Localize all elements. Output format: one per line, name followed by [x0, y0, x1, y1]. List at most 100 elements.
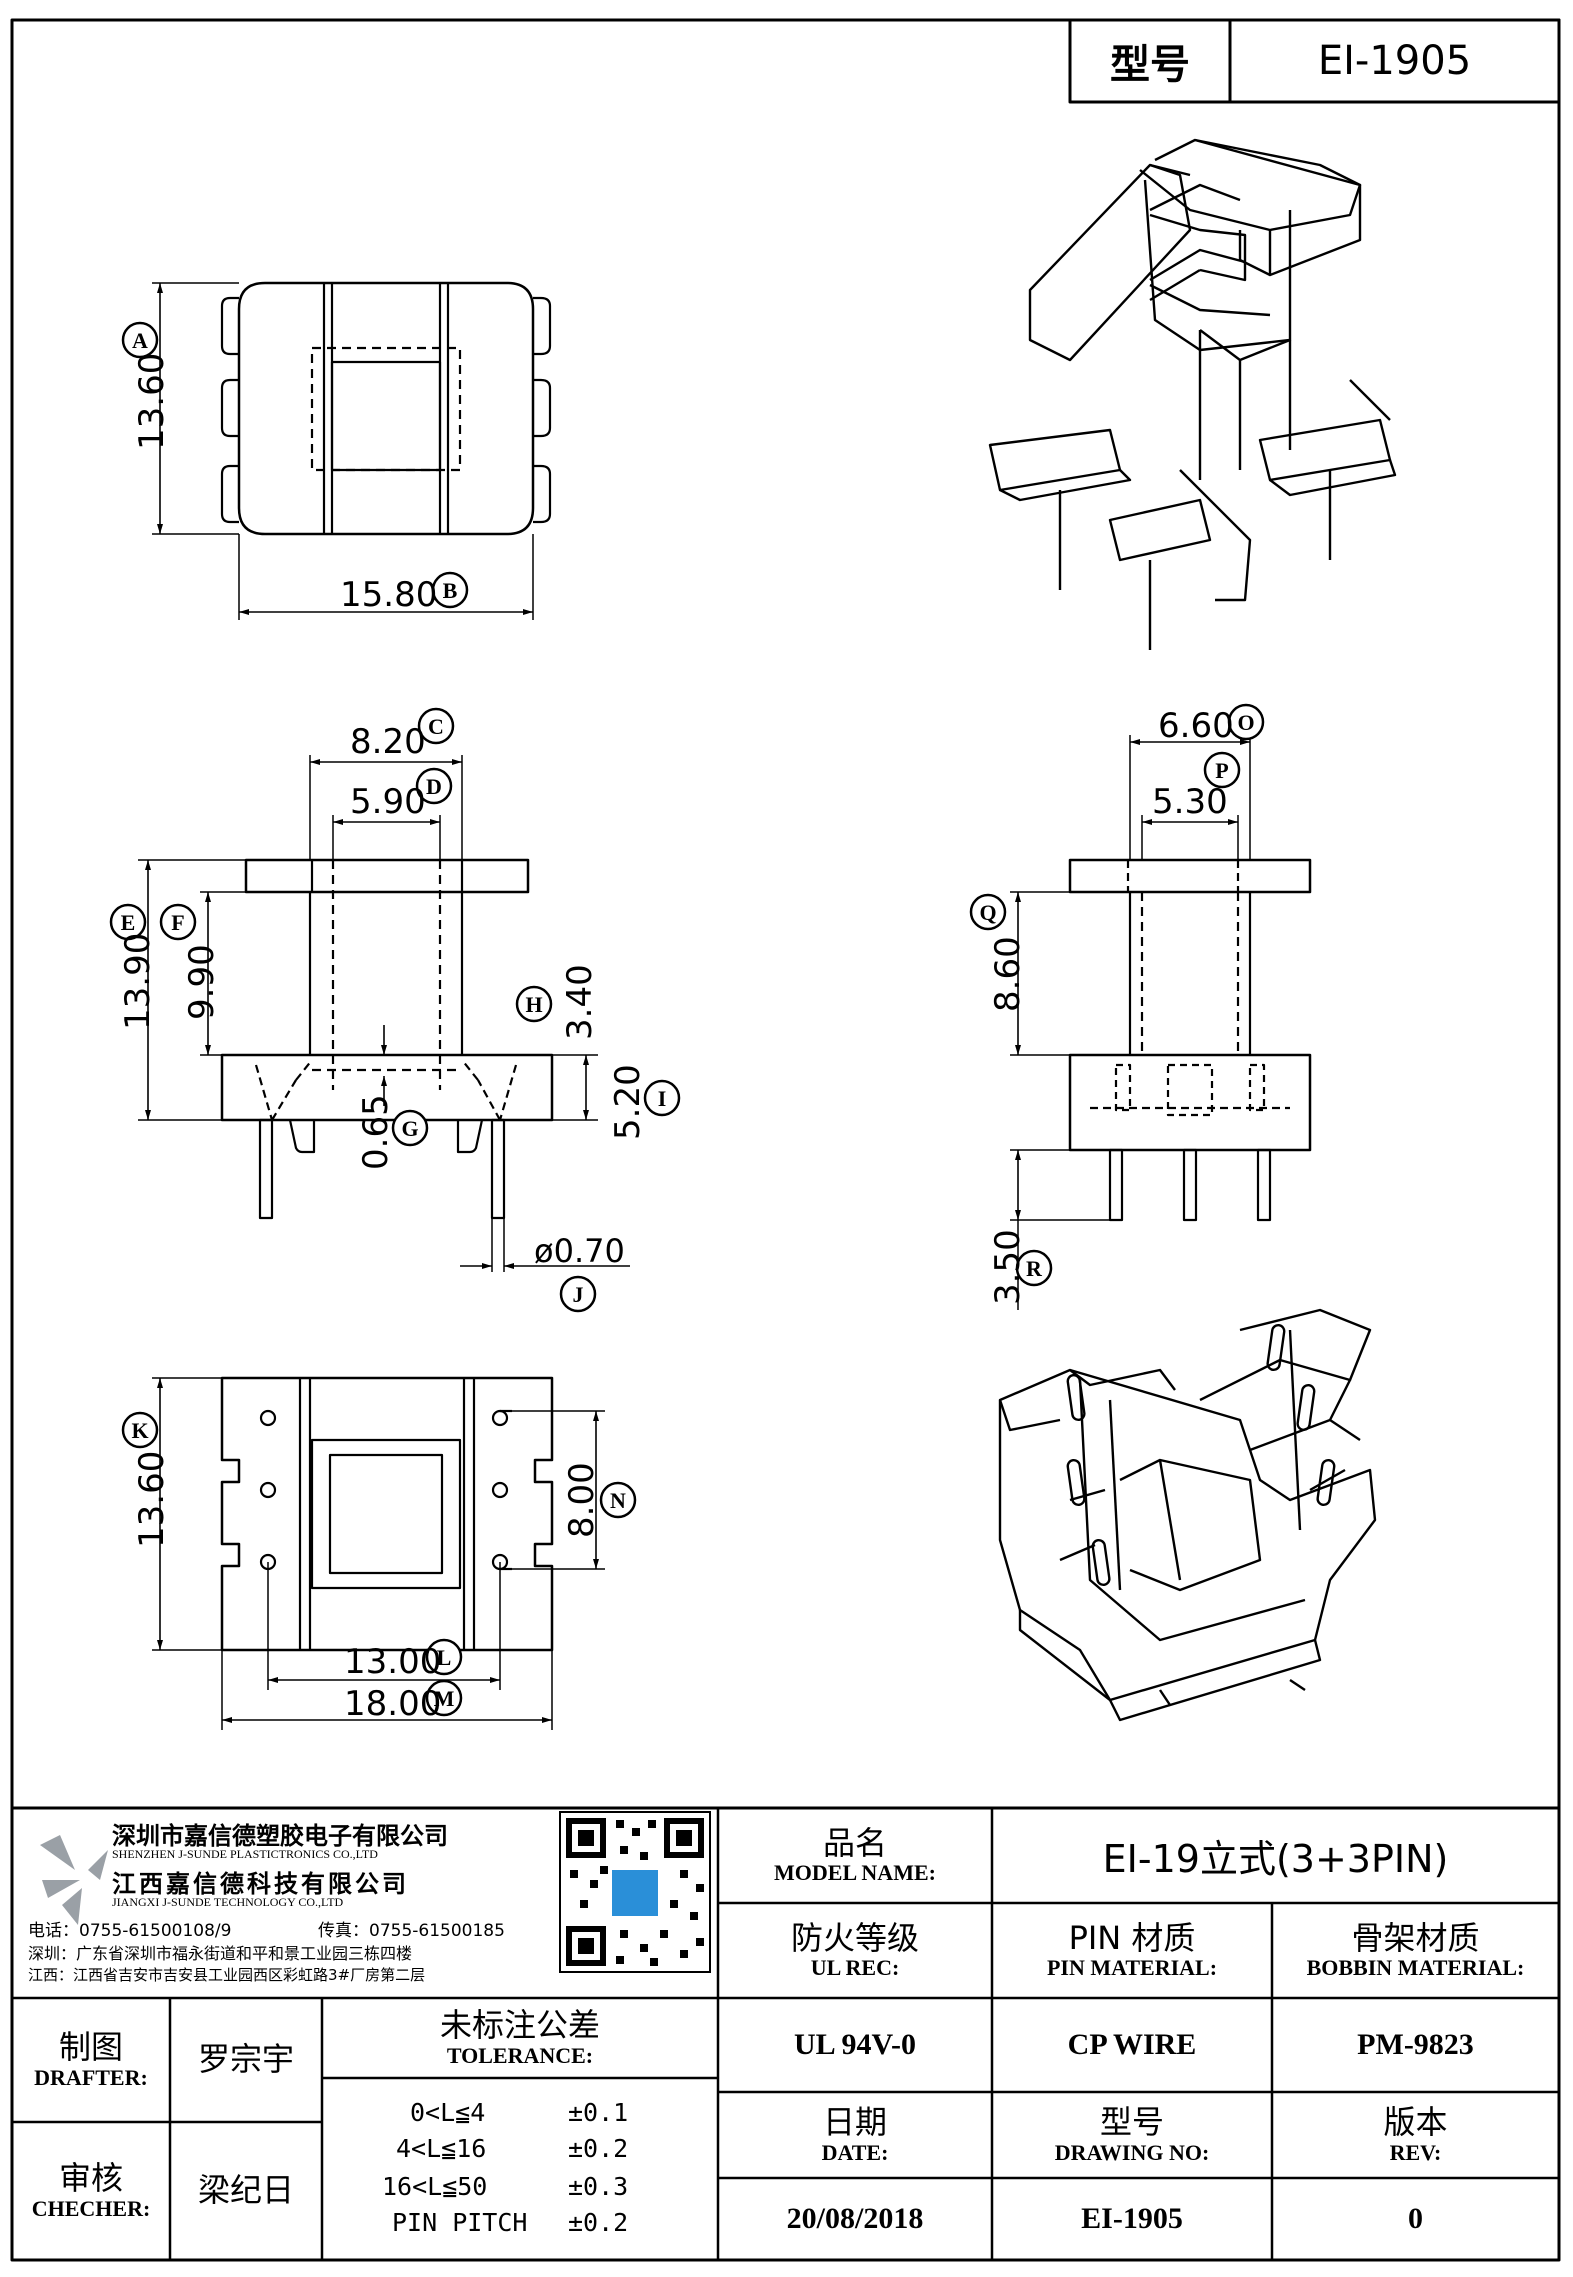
front-view — [138, 755, 630, 1272]
dim-d: 5.90 — [350, 782, 426, 822]
company-name-sz: 深圳市嘉信德塑胶电子有限公司 — [112, 1822, 448, 1850]
company-name-jx: 江西嘉信德科技有限公司 — [112, 1870, 409, 1898]
dim-b: 15.80 — [340, 575, 438, 615]
dim-o: 6.60 — [1158, 706, 1234, 746]
dim-ref-d: D — [415, 767, 453, 805]
svg-text:G: G — [401, 1116, 418, 1141]
dim-ref-e: E — [109, 903, 147, 941]
svg-text:M: M — [434, 1686, 455, 1711]
svg-text:L: L — [437, 1645, 452, 1670]
dim-k: 13.60 — [132, 1450, 172, 1548]
company-phone: 电话：0755-61500108/9 — [28, 1921, 232, 1941]
svg-text:E: E — [121, 910, 136, 935]
date-value: 20/08/2018 — [786, 2202, 924, 2235]
dim-p: 5.30 — [1152, 782, 1228, 822]
svg-text:K: K — [131, 1418, 148, 1443]
dim-r: 3.50 — [988, 1229, 1028, 1305]
dim-l: 13.00 — [344, 1642, 442, 1682]
top-view — [152, 281, 552, 620]
svg-text:D: D — [426, 774, 442, 799]
dim-ref-j: J — [559, 1275, 597, 1313]
header-model-value: EI-1905 — [1317, 38, 1472, 84]
dim-ref-m: M — [425, 1679, 463, 1717]
dim-n: 8.00 — [562, 1462, 602, 1538]
svg-text:I: I — [658, 1086, 667, 1111]
dim-ref-b: B — [431, 571, 469, 609]
tolerance-value-3: ±0.3 — [568, 2172, 629, 2201]
drafter-name: 罗宗宇 — [197, 2040, 294, 2079]
qr-code — [559, 1811, 711, 1973]
dim-a: 13.60 — [132, 352, 172, 450]
dim-q: 8.60 — [988, 936, 1028, 1012]
pin-material-value: CP WIRE — [1067, 2028, 1197, 2061]
dim-ref-h: H — [515, 985, 553, 1023]
dim-ref-r: R — [1015, 1249, 1053, 1287]
svg-text:C: C — [428, 714, 444, 739]
header-box — [1068, 18, 1561, 104]
dim-ref-a: A — [121, 321, 159, 359]
dim-ref-k: K — [121, 1411, 159, 1449]
dim-f: 9.90 — [182, 944, 222, 1020]
model-name-value: EI-19立式(3+3PIN) — [1102, 1837, 1449, 1881]
company-address-sz: 深圳：广东省深圳市福永街道和平和景工业园三栋四楼 — [28, 1944, 413, 1963]
dim-e: 13.90 — [118, 932, 158, 1030]
side-view — [1010, 735, 1312, 1310]
dim-h: 3.40 — [560, 964, 600, 1040]
title-block-grid — [12, 1806, 1559, 2260]
company-logo — [40, 1835, 108, 1925]
tolerance-value-2: ±0.2 — [568, 2134, 629, 2163]
tolerance-value-4: ±0.2 — [568, 2208, 629, 2237]
bobbin-material-value: PM-9823 — [1357, 2028, 1474, 2061]
dim-ref-p: P — [1203, 751, 1241, 789]
drawing-no-value: EI-1905 — [1081, 2202, 1183, 2235]
dim-ref-c: C — [417, 707, 455, 745]
company-address-jx: 江西：江西省吉安市吉安县工业园西区彩虹路3#厂房第二层 — [28, 1966, 426, 1984]
bottom-view — [152, 1376, 605, 1730]
dim-ref-l: L — [425, 1638, 463, 1676]
dim-ref-f: F — [159, 903, 197, 941]
isometric-view-top — [988, 138, 1397, 650]
dim-ref-g: G — [391, 1109, 429, 1147]
svg-text:H: H — [525, 992, 542, 1017]
tolerance-range-4: PIN PITCH — [392, 2208, 528, 2237]
dim-ref-q: Q — [969, 893, 1007, 931]
company-fax: 传真：0755-61500185 — [318, 1921, 505, 1941]
isometric-view-bottom — [998, 1308, 1377, 1722]
tolerance-value-1: ±0.1 — [568, 2098, 629, 2127]
dim-ref-i: I — [643, 1079, 681, 1117]
header-model-label: 型号 — [1110, 42, 1190, 88]
dim-g: 0.65 — [356, 1094, 396, 1170]
checker-name: 梁纪日 — [197, 2171, 294, 2210]
svg-text:P: P — [1215, 758, 1228, 783]
svg-text:A: A — [132, 328, 148, 353]
company-name-sz-en: SHENZHEN J-SUNDE PLASTICTRONICS CO.,LTD — [112, 1847, 378, 1861]
svg-text:J: J — [573, 1282, 584, 1307]
svg-text:Q: Q — [979, 900, 996, 925]
svg-text:R: R — [1026, 1256, 1043, 1281]
dim-ref-n: N — [599, 1481, 637, 1519]
dim-m: 18.00 — [344, 1684, 442, 1724]
tolerance-range-1: 0<L≦4 — [410, 2098, 486, 2127]
ul-value: UL 94V-0 — [794, 2028, 916, 2061]
dim-c: 8.20 — [350, 722, 426, 762]
rev-value: 0 — [1408, 2202, 1423, 2235]
sheet-border — [10, 18, 1561, 2262]
company-name-jx-en: JIANGXI J-SUNDE TECHNOLOGY CO.,LTD — [112, 1895, 344, 1909]
svg-text:F: F — [171, 910, 184, 935]
dim-i: 5.20 — [608, 1064, 648, 1140]
svg-text:N: N — [610, 1488, 626, 1513]
tolerance-range-3: 16<L≦50 — [382, 2172, 488, 2201]
tolerance-range-2: 4<L≦16 — [396, 2134, 487, 2163]
dim-ref-o: O — [1227, 703, 1265, 741]
